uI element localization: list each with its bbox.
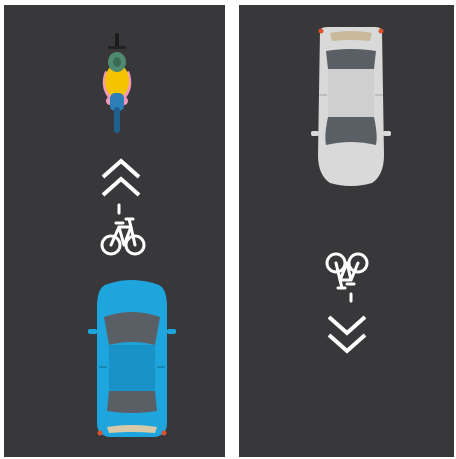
- bicycle-marking-icon: [100, 201, 146, 263]
- silver-car-icon: [310, 25, 392, 189]
- bicycle-marking-inverted-icon: [325, 245, 369, 305]
- right-lane: [239, 5, 454, 457]
- double-chevron-down-icon: [325, 311, 369, 357]
- blue-car-icon: [87, 277, 177, 439]
- cyclist-icon: [97, 33, 137, 135]
- left-lane: [4, 5, 225, 457]
- double-chevron-up-icon: [99, 155, 143, 201]
